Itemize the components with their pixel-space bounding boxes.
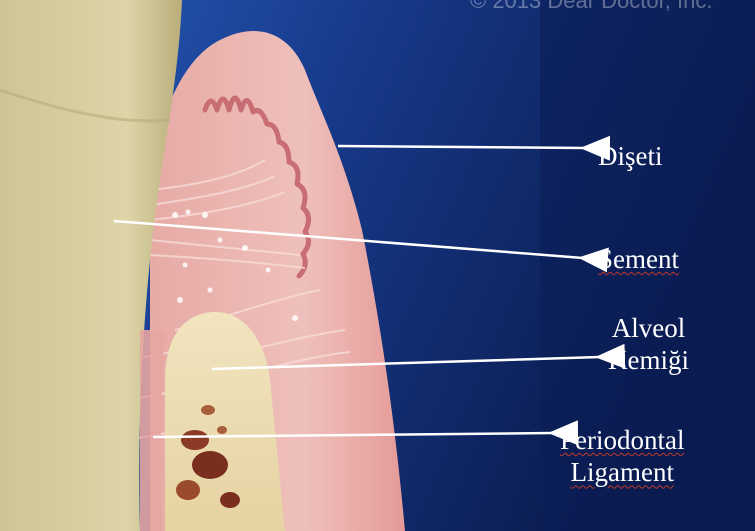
label-periodontal-ligament: Periodontal Ligament (560, 424, 684, 489)
label-alveolar-bone: Alveol Kemiği (608, 312, 689, 377)
label-gingiva: Dişeti (598, 140, 663, 172)
label-cementum: Sement (598, 243, 679, 275)
copyright-watermark: © 2013 Dear Doctor, Inc. (470, 0, 712, 14)
